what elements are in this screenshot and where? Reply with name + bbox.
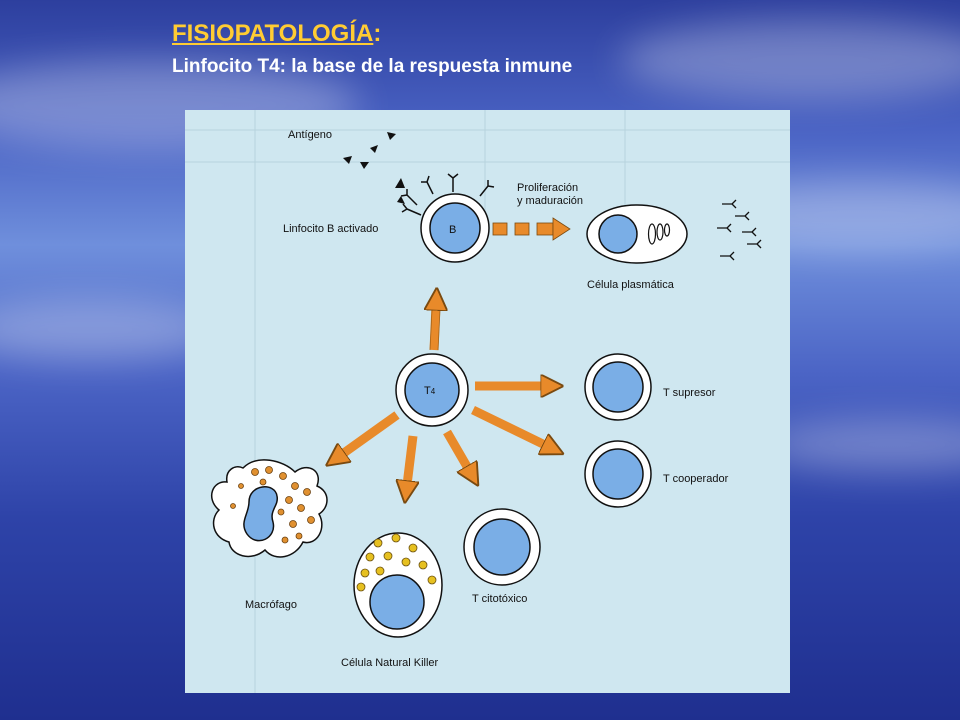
title-colon: : (373, 20, 382, 47)
macrophage-granules (230, 466, 315, 544)
arrow-to-nk-cell (407, 435, 413, 485)
title-main: FISIOPATOLOGÍA (172, 20, 374, 47)
background-grid (185, 110, 790, 693)
proliferation-arrow (492, 217, 571, 241)
antigen-label: Antígeno (288, 129, 332, 141)
activation-arrows (341, 306, 547, 485)
t-helper-label: T cooperador (663, 473, 729, 485)
diagram-panel: Antígeno B Linfocito B activado Prolifer… (185, 110, 790, 693)
activated-b-label: Linfocito B activado (283, 223, 378, 235)
t4-cell (395, 353, 469, 427)
plasma-cell-label: Célula plasmática (587, 279, 675, 291)
bound-antigen-icon (395, 178, 405, 204)
t-suppressor-cell (584, 353, 652, 421)
plasma-cell (586, 204, 688, 264)
t-cytotoxic-label: T citotóxico (472, 593, 527, 605)
nk-granules (356, 533, 437, 592)
macrophage-label: Macrófago (245, 599, 297, 611)
nk-cell-label: Célula Natural Killer (341, 657, 439, 669)
antibodies-icon (717, 199, 762, 261)
t-suppressor-label: T supresor (663, 387, 716, 399)
b-cell (395, 173, 495, 263)
arrow-to-b-cell (434, 306, 436, 351)
slide-subtitle: Linfocito T4: la base de la respuesta in… (172, 56, 573, 77)
t-cytotoxic-cell (463, 508, 541, 586)
antigen-group (343, 132, 396, 169)
arrow-to-t-cytotoxic (443, 429, 469, 470)
slide-header: FISIOPATOLOGÍA: Linfocito T4: la base de… (172, 18, 572, 78)
immune-diagram: Antígeno B Linfocito B activado Prolifer… (185, 110, 790, 693)
macrophage-cell (210, 459, 328, 558)
proliferation-label-2: y maduración (517, 195, 583, 207)
b-cell-label: B (449, 224, 456, 236)
arrow-to-macrophage (341, 411, 400, 455)
arrow-to-t-helper (471, 405, 547, 446)
t4-label: T4 (424, 385, 436, 397)
nk-cell (353, 532, 443, 638)
proliferation-label-1: Proliferación (517, 182, 578, 194)
t-helper-cell (584, 440, 652, 508)
slide-title: FISIOPATOLOGÍA: (172, 18, 572, 50)
